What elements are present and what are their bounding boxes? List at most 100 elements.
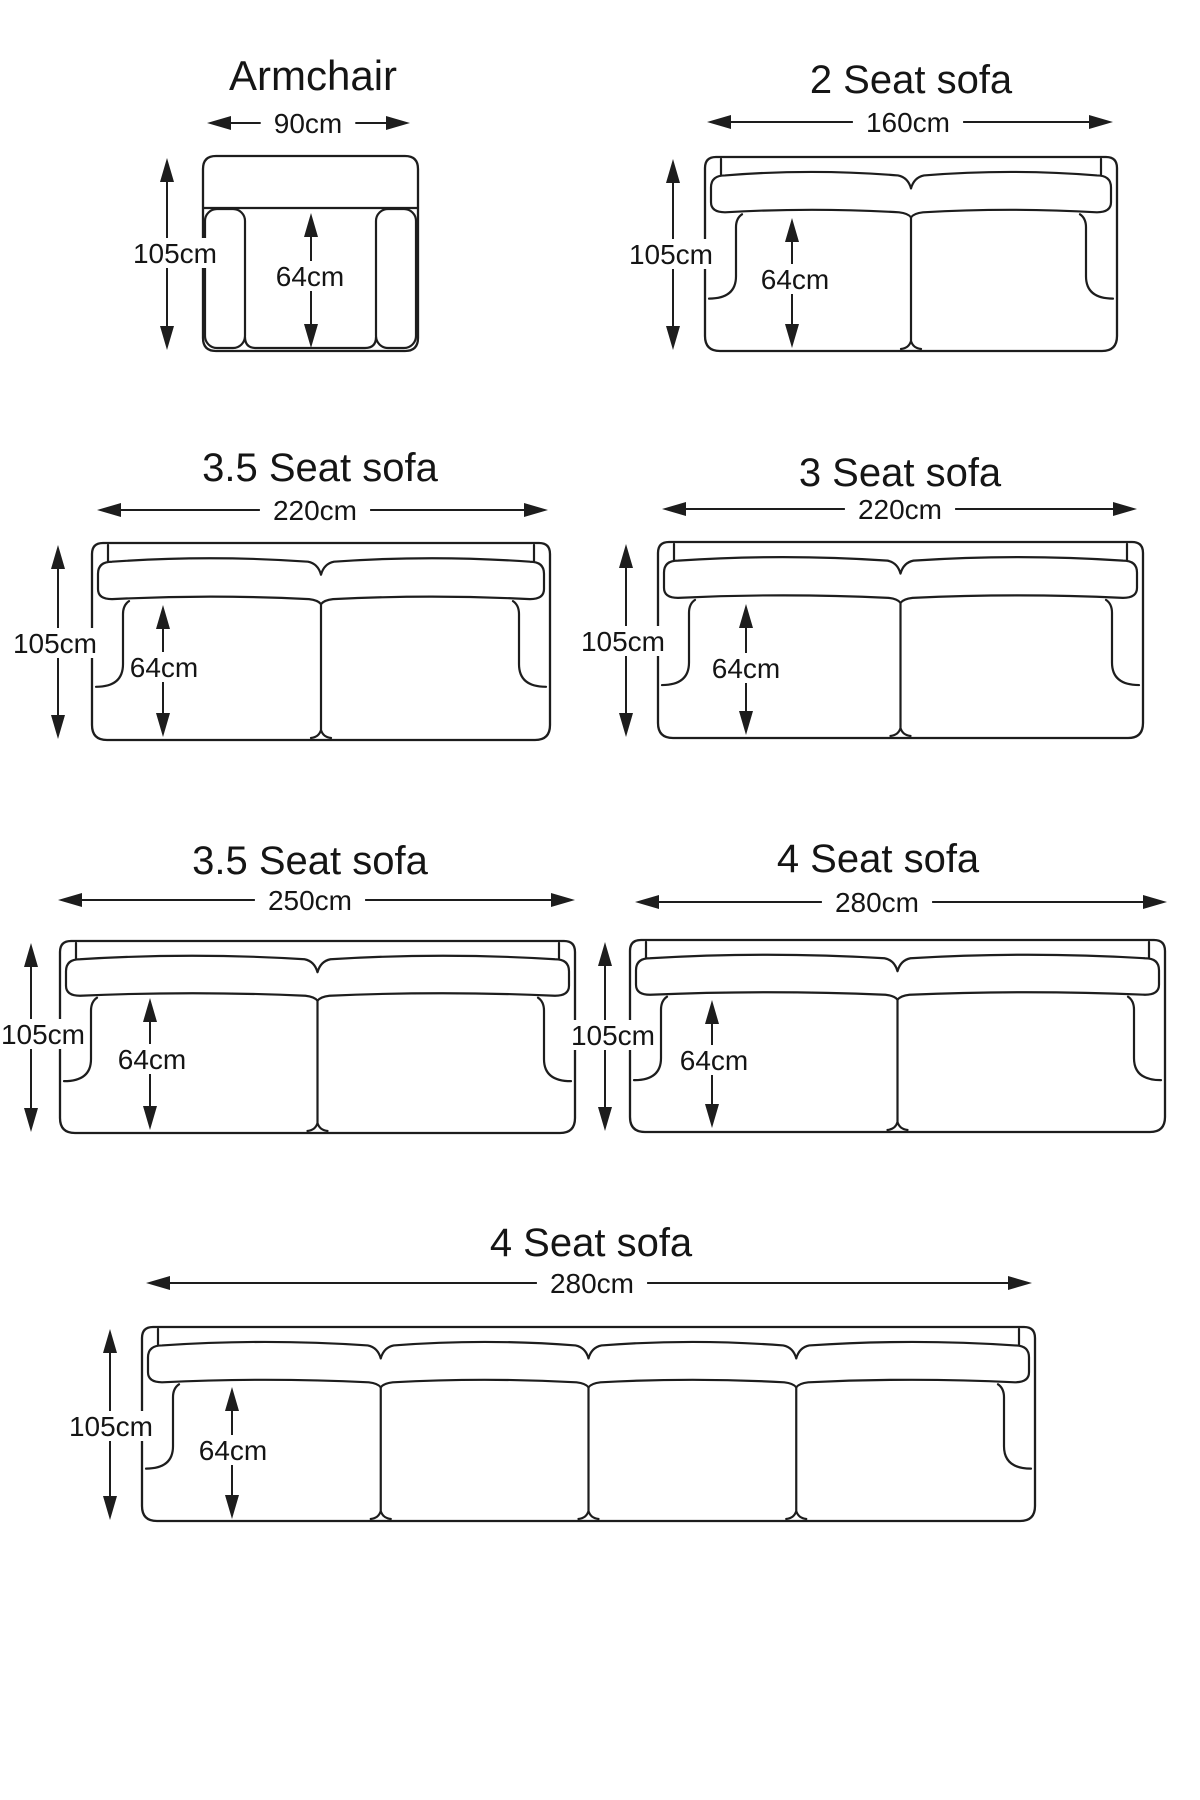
width-label: 250cm <box>268 885 352 916</box>
height-dimension-label: 105cm <box>581 626 665 657</box>
height-dimension: 105cm <box>65 1329 157 1520</box>
seat-divider <box>889 601 912 738</box>
arrowhead <box>156 605 170 629</box>
arrowhead <box>24 943 38 967</box>
diagram-title: 3.5 Seat sofa <box>192 839 428 883</box>
width-label: 160cm <box>866 107 950 138</box>
arrowhead <box>666 159 680 183</box>
back-cushions <box>96 557 546 606</box>
arrowhead <box>156 713 170 737</box>
arrowhead <box>619 713 633 737</box>
arrowhead <box>739 711 753 735</box>
arrowhead <box>785 324 799 348</box>
diagram-title: 3.5 Seat sofa <box>202 446 438 490</box>
right-arm <box>996 1383 1033 1470</box>
seat-depth-dimension-label: 64cm <box>199 1435 267 1466</box>
height-dimension-label: 105cm <box>69 1411 153 1442</box>
label-backdrop <box>114 1044 190 1074</box>
arrowhead <box>58 893 82 907</box>
back-cushions <box>146 1340 1031 1389</box>
arrowhead <box>598 942 612 966</box>
arrowhead <box>739 604 753 628</box>
height-dimension: 105cm <box>0 943 89 1132</box>
left-arm <box>707 213 744 300</box>
right-arm <box>374 207 418 350</box>
seat-front-line <box>243 335 378 350</box>
seat-divider <box>785 1386 808 1521</box>
label-backdrop <box>9 628 101 658</box>
arrowhead <box>662 502 686 516</box>
seat-depth-dimension-label: 64cm <box>712 653 780 684</box>
arrowhead <box>705 1104 719 1128</box>
left-arm <box>632 995 669 1082</box>
seat-depth-dimension: 64cm <box>757 218 833 348</box>
arrowhead <box>304 213 318 237</box>
seat-divider <box>369 1386 392 1521</box>
height-dimension: 105cm <box>9 545 101 739</box>
arrowhead <box>304 324 318 348</box>
diagram-title: 3 Seat sofa <box>799 451 1002 495</box>
arrowhead <box>1089 115 1113 129</box>
arrowhead <box>1008 1276 1032 1290</box>
arrowhead <box>24 1108 38 1132</box>
width-dimension: 220cm <box>97 495 548 526</box>
width-dimension: 90cm <box>207 108 410 139</box>
arrowhead <box>97 503 121 517</box>
seat-depth-dimension-label: 64cm <box>680 1045 748 1076</box>
height-dimension: 105cm <box>567 942 659 1131</box>
arrowhead <box>207 116 231 130</box>
arrowhead <box>225 1387 239 1411</box>
arrowhead <box>1113 502 1137 516</box>
height-dimension: 105cm <box>625 159 717 350</box>
diagram-title: 4 Seat sofa <box>777 837 980 881</box>
diagram-title: Armchair <box>229 52 397 99</box>
width-dimension: 280cm <box>635 887 1167 918</box>
seat-depth-dimension: 64cm <box>195 1387 271 1519</box>
width-dimension: 160cm <box>707 107 1113 138</box>
right-arm <box>536 996 573 1083</box>
seat-depth-dimension: 64cm <box>114 998 190 1130</box>
label-backdrop <box>567 1020 659 1050</box>
diagram-armchair: Armchair 90cm 105cm 64cm <box>129 52 420 353</box>
left-arm <box>62 996 99 1083</box>
height-dimension: 105cm <box>129 158 221 350</box>
width-label: 280cm <box>550 1268 634 1299</box>
height-dimension-label: 105cm <box>13 628 97 659</box>
label-backdrop <box>272 261 348 291</box>
arrowhead <box>1143 895 1167 909</box>
seat-depth-dimension: 64cm <box>126 605 202 737</box>
diagram-title: 4 Seat sofa <box>490 1221 693 1265</box>
arrowhead <box>51 715 65 739</box>
label-backdrop <box>0 1019 89 1049</box>
arrowhead <box>707 115 731 129</box>
arrowhead <box>551 893 575 907</box>
diagram-sofa-4-seat-280: 4 Seat sofa 280cm 105cm 64cm <box>567 837 1167 1134</box>
seat-divider <box>886 998 909 1132</box>
seat-depth-dimension: 64cm <box>272 213 348 348</box>
right-arm <box>511 600 548 688</box>
seat-depth-dimension-label: 64cm <box>276 261 344 292</box>
width-label: 220cm <box>858 494 942 525</box>
width-dimension: 220cm <box>662 494 1137 525</box>
label-backdrop <box>195 1435 271 1465</box>
width-label: 280cm <box>835 887 919 918</box>
seat-depth-dimension: 64cm <box>708 604 784 735</box>
label-backdrop <box>708 653 784 683</box>
width-dimension: 280cm <box>146 1268 1032 1299</box>
height-dimension-label: 105cm <box>133 238 217 269</box>
back-cushions <box>634 953 1161 1001</box>
left-arm <box>203 207 247 350</box>
seat-depth-dimension: 64cm <box>676 1000 752 1128</box>
width-label: 90cm <box>274 108 342 139</box>
arrowhead <box>386 116 410 130</box>
arrowhead <box>785 218 799 242</box>
height-dimension-label: 105cm <box>571 1020 655 1051</box>
arrowhead <box>635 895 659 909</box>
label-backdrop <box>676 1045 752 1075</box>
label-backdrop <box>577 626 669 656</box>
